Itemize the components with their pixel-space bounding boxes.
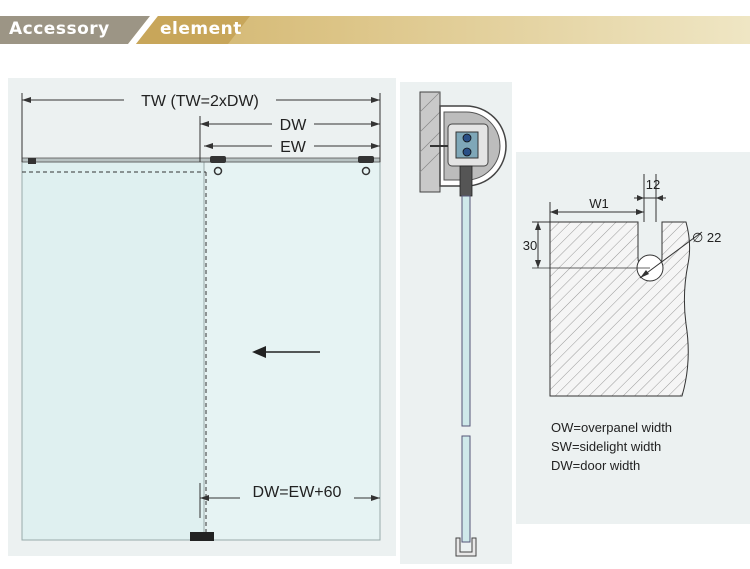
dim-formula-label: DW=EW+60: [253, 484, 342, 501]
glass-profile-hatched: [549, 221, 691, 397]
top-rail: [21, 157, 381, 163]
abbreviation-legend: OW=overpanel width SW=sidelight width DW…: [551, 418, 672, 475]
hole-detail-panel: ∅ 22 W1 12 30: [516, 152, 750, 524]
glass-pane-lower: [461, 435, 471, 543]
rail-stopper: [28, 158, 36, 164]
floor-guide: [190, 532, 214, 541]
rail-section-diagram: [419, 91, 507, 557]
header-banner-shape: [0, 16, 750, 44]
slot-width-label: 12: [646, 177, 660, 192]
legend-item: OW=overpanel width: [551, 420, 673, 435]
slide-direction-arrow-icon: [252, 346, 320, 358]
dim-total-label: TW (TW=2xDW): [141, 93, 259, 110]
floor-guide-section: [455, 537, 477, 557]
legend-item: SW=sidelight width: [551, 439, 662, 454]
glass-pane-upper: [461, 195, 471, 427]
hole-detail-diagram: ∅ 22 W1 12 30: [523, 174, 721, 397]
legend-item: DW=door width: [551, 458, 641, 473]
door-diagram: TW (TW=2xDW) DW EW DW=EW+60: [21, 93, 381, 541]
fixed-glass-panel: [21, 161, 205, 541]
tab-accessory: Accessory: [9, 19, 110, 39]
roller-right-icon: [358, 156, 374, 176]
roller-left-icon: [210, 156, 226, 176]
rail-section-panel: [400, 82, 512, 564]
depth-label: 30: [523, 238, 537, 253]
w1-label: W1: [589, 196, 609, 211]
header-banner: Accessory element: [0, 16, 750, 44]
door-diagram-panel: TW (TW=2xDW) DW EW DW=EW+60: [8, 78, 396, 556]
tab-element: element: [160, 19, 242, 39]
dim-door-label: DW: [280, 117, 308, 134]
diameter-label: ∅ 22: [692, 230, 721, 245]
dim-element-label: EW: [280, 139, 307, 156]
